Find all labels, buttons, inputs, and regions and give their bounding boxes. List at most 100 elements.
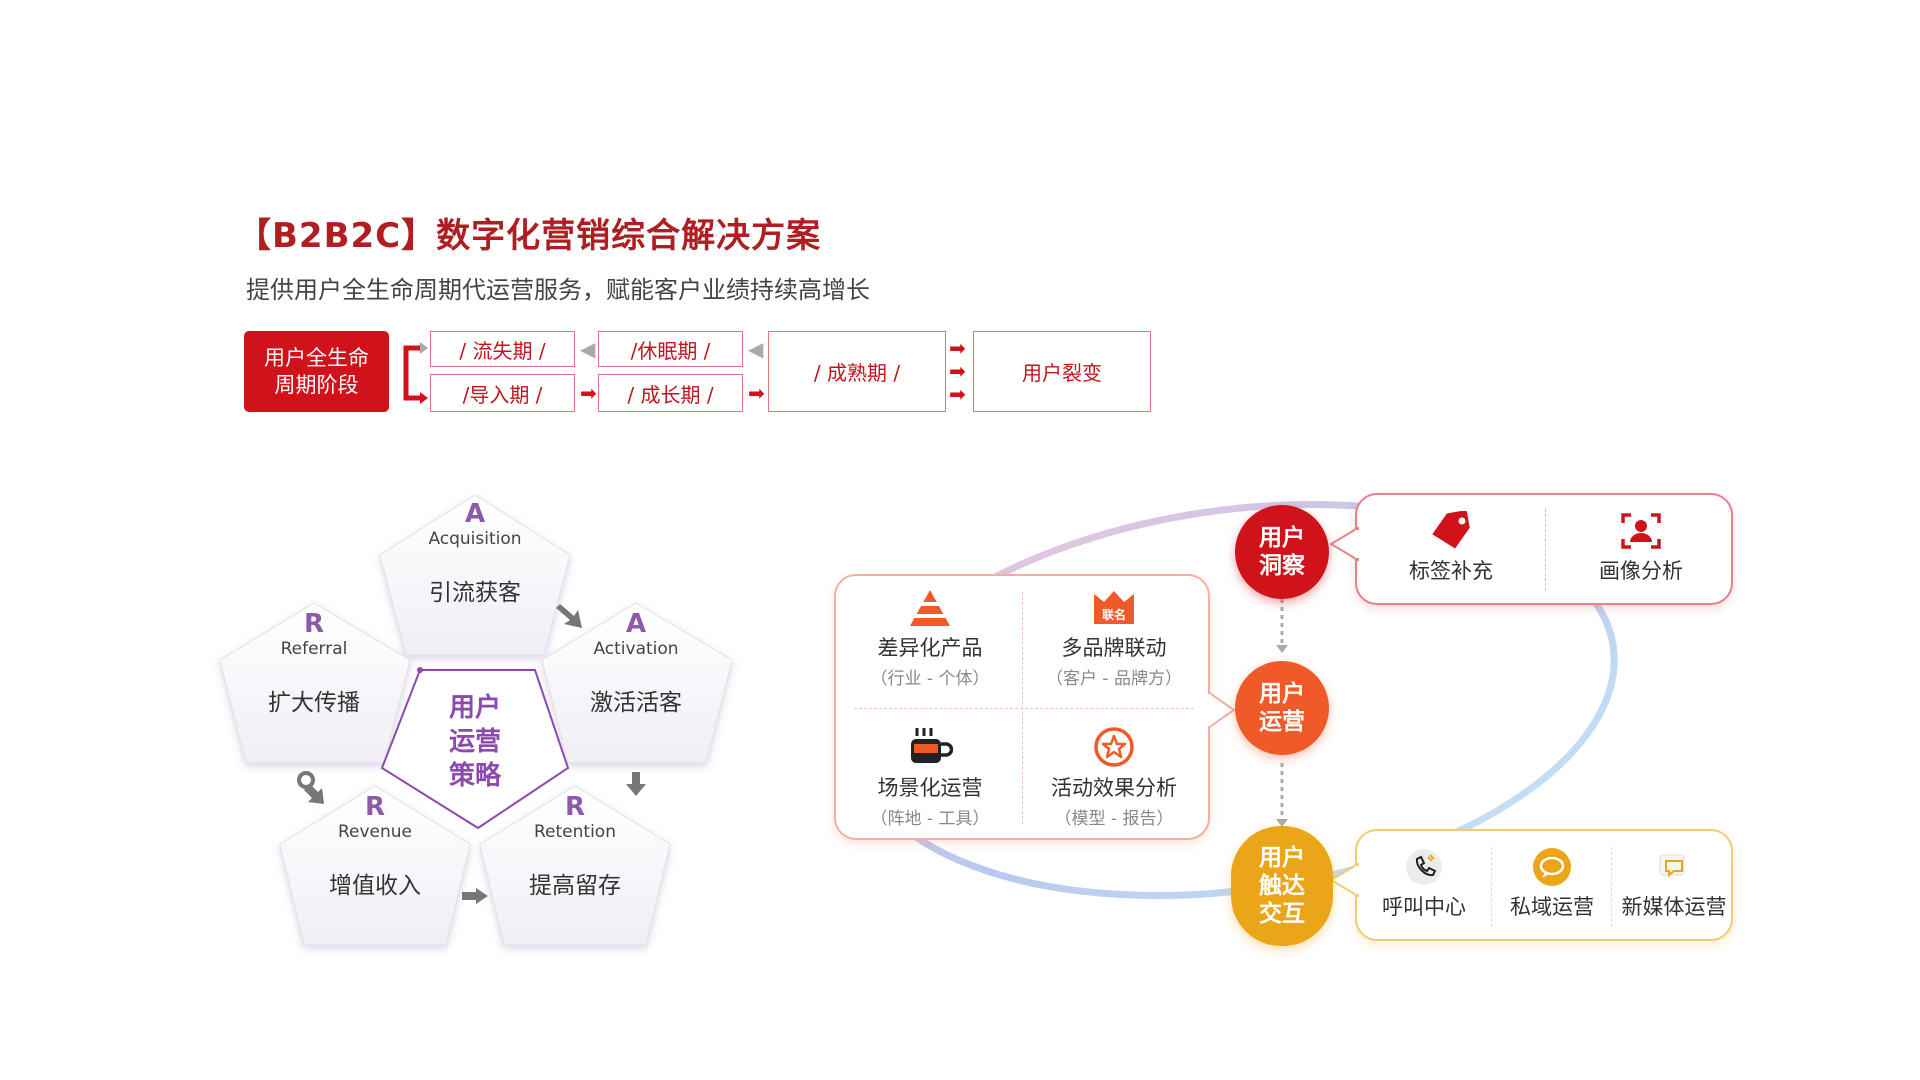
pentagon-referral: R Referral 扩大传播 — [219, 602, 411, 764]
message-icon — [1659, 854, 1685, 878]
arrow-right-icon: ➡ — [580, 381, 597, 405]
arrow-left-icon — [462, 888, 488, 904]
lifecycle-main-line1: 用户全生命 — [264, 345, 369, 370]
phone-icon — [1406, 849, 1442, 885]
arrow-right-icon: ➡ — [748, 381, 765, 405]
insight-line2: 洞察 — [1259, 553, 1305, 579]
insight-item-portrait-label: 画像分析 — [1599, 559, 1683, 583]
acquisition-en: Acquisition — [428, 529, 521, 549]
page-title: 【B2B2C】数字化营销综合解决方案 — [237, 216, 822, 256]
star-badge-icon — [1094, 727, 1134, 767]
referral-en: Referral — [281, 639, 348, 659]
ops-cell-3: 场景化运营 （阵地 - 工具） — [844, 726, 1016, 829]
aarrr-diagram: A Acquisition 引流获客 A Activation 激活活客 R R… — [219, 494, 733, 946]
touch-item-call[interactable]: 呼叫中心 — [1357, 847, 1491, 921]
touch-item-private-label: 私域运营 — [1510, 895, 1594, 919]
ops-cell-4-title: 活动效果分析 — [1051, 776, 1177, 800]
circle-user-insight: 用户 洞察 — [1235, 505, 1329, 599]
arrow-up-left-icon — [304, 784, 324, 804]
page-subtitle: 提供用户全生命周期代运营服务，赋能客户业绩持续高增长 — [246, 276, 870, 304]
ops-panel-pointer — [1208, 690, 1236, 730]
ops-cell-2-sub: （客户 - 品牌方） — [1046, 669, 1182, 689]
touch-divider-1 — [1491, 847, 1492, 927]
arrow-left-icon: ◀ — [748, 337, 764, 361]
ops-cell-3-sub: （阵地 - 工具） — [870, 809, 990, 829]
touch-panel: 呼叫中心 私域运营 新媒体运营 — [1355, 829, 1733, 941]
arrow-down-icon — [1276, 819, 1288, 827]
arrow-left-icon: ◀ — [580, 337, 596, 361]
touch-line2: 触达 — [1259, 873, 1305, 899]
ops-panel: 差异化产品 （行业 - 个体） 联名 多品牌联动 （客户 - 品牌方） 场景化运… — [834, 574, 1210, 840]
referral-cn: 扩大传播 — [268, 690, 360, 716]
arrow-down-right-icon — [556, 604, 582, 628]
ops-cell-4-sub: （模型 - 报告） — [1054, 809, 1174, 829]
circle-user-touch: 用户 触达 交互 — [1231, 826, 1333, 946]
pentagon-acquisition: A Acquisition 引流获客 — [379, 494, 571, 656]
center-line1: 用户 — [449, 692, 501, 723]
touch-item-call-label: 呼叫中心 — [1382, 895, 1466, 919]
insight-panel: 标签补充 画像分析 — [1355, 493, 1733, 605]
arrow-right-icon: ➡ — [949, 359, 966, 383]
coffee-cup-icon — [911, 728, 954, 763]
lifecycle-bracket — [403, 342, 428, 404]
touch-line1: 用户 — [1259, 845, 1305, 871]
stage-fission: 用户裂变 — [973, 331, 1151, 412]
revenue-cn: 增值收入 — [329, 873, 421, 899]
acquisition-cn: 引流获客 — [429, 580, 521, 606]
insight-divider — [1545, 509, 1546, 591]
ops-cell-1-sub: （行业 - 个体） — [870, 669, 990, 689]
activation-cn: 激活活客 — [590, 690, 682, 716]
insight-item-tags[interactable]: 标签补充 — [1357, 509, 1545, 585]
stage-growth: / 成长期 / — [598, 374, 743, 412]
retention-en: Retention — [534, 822, 616, 842]
pyramid-icon — [910, 590, 950, 626]
retention-letter: R — [565, 792, 585, 822]
insight-panel-pointer — [1329, 526, 1359, 562]
revenue-letter: R — [365, 792, 385, 822]
lifecycle-main-box: 用户全生命 周期阶段 — [244, 331, 389, 412]
ops-cell-3-title: 场景化运营 — [877, 776, 983, 800]
circle-user-ops: 用户 运营 — [1235, 661, 1329, 755]
stage-dormant: /休眠期 / — [598, 331, 743, 367]
activation-en: Activation — [593, 639, 678, 659]
activation-letter: A — [626, 609, 646, 639]
ops-line1: 用户 — [1259, 681, 1305, 707]
insight-item-portrait[interactable]: 画像分析 — [1547, 511, 1735, 585]
portrait-icon — [1621, 513, 1661, 549]
ops-cell-1-title: 差异化产品 — [877, 636, 983, 660]
vertical-connectors — [1276, 599, 1288, 827]
pentagon-center: 用户 运营 策略 — [380, 667, 570, 830]
arrow-down-icon — [1276, 645, 1288, 653]
center-line3: 策略 — [449, 760, 502, 791]
arrow-right-icon: ➡ — [949, 336, 966, 360]
revenue-en: Revenue — [338, 822, 412, 842]
center-line2: 运营 — [449, 727, 501, 757]
touch-panel-pointer — [1329, 862, 1359, 898]
pentagon-retention: R Retention 提高留存 — [479, 785, 671, 946]
pentagon-activation: A Activation 激活活客 — [541, 602, 733, 764]
ops-cell-4: 活动效果分析 （模型 - 报告） — [1028, 726, 1200, 829]
pentagon-revenue: R Revenue 增值收入 — [279, 785, 471, 946]
arrow-down-icon — [626, 772, 646, 796]
cycle-arrows — [297, 604, 646, 904]
stage-churn: / 流失期 / — [430, 331, 575, 367]
arrow-right-icon: ➡ — [949, 382, 966, 406]
ops-divider-h — [854, 708, 1194, 709]
touch-item-media[interactable]: 新媒体运营 — [1613, 847, 1735, 921]
chat-icon — [1533, 848, 1571, 886]
acquisition-letter: A — [465, 499, 485, 529]
tag-icon — [1432, 509, 1470, 549]
touch-item-media-label: 新媒体运营 — [1621, 895, 1727, 919]
referral-letter: R — [304, 609, 324, 639]
ops-line2: 运营 — [1259, 709, 1305, 735]
ops-cell-1: 差异化产品 （行业 - 个体） — [844, 588, 1016, 689]
lifecycle-main-line2: 周期阶段 — [274, 372, 359, 397]
stage-intro: /导入期 / — [430, 374, 575, 412]
touch-line3: 交互 — [1259, 901, 1305, 927]
badge-text: 联名 — [1102, 607, 1126, 622]
retention-cn: 提高留存 — [529, 873, 621, 899]
insight-line1: 用户 — [1259, 525, 1305, 551]
touch-item-private[interactable]: 私域运营 — [1491, 847, 1613, 921]
stage-mature: / 成熟期 / — [768, 331, 946, 412]
ops-cell-2-title: 多品牌联动 — [1061, 636, 1167, 660]
